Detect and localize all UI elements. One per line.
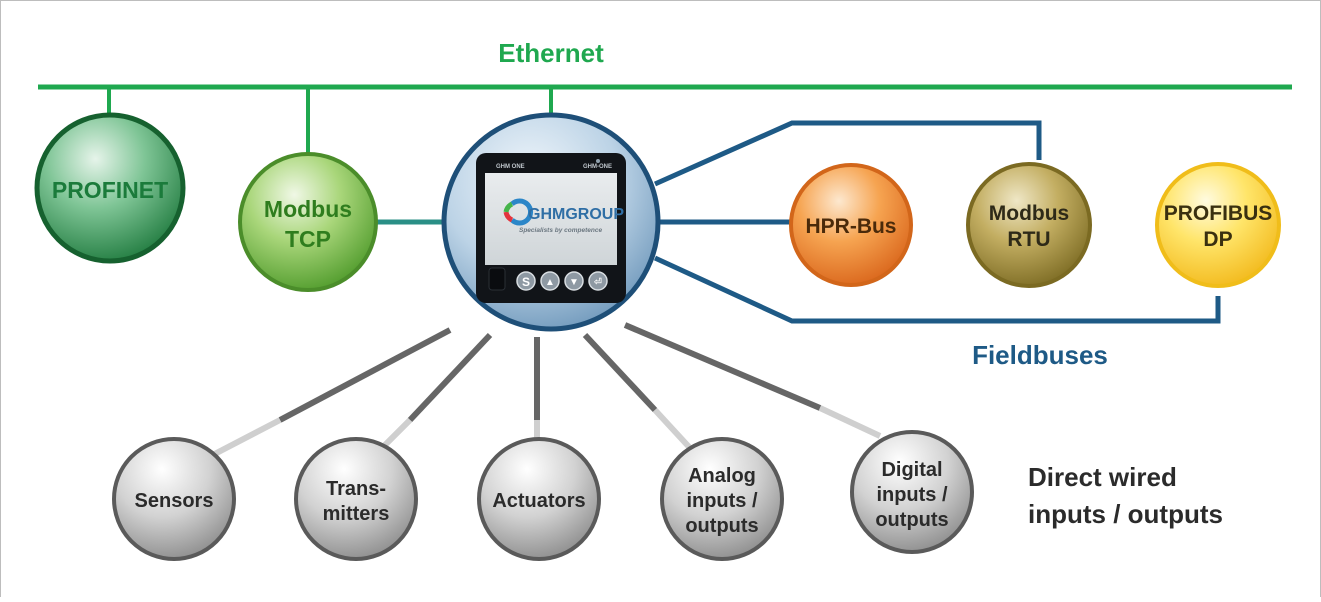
- node-analog-io[interactable]: Analog inputs / outputs: [660, 437, 784, 561]
- button-s[interactable]: [516, 271, 536, 291]
- node-actuators[interactable]: Actuators: [477, 437, 601, 561]
- node-hpr-bus[interactable]: HPR-Bus: [789, 163, 913, 287]
- device-led: [596, 159, 600, 163]
- device-logo-small: GHM ONE: [496, 164, 525, 170]
- central-device[interactable]: GHM ONE GHM-ONE GHMGROUP Specialists by …: [441, 112, 661, 332]
- device-brand: GHMGROUP: [528, 206, 624, 223]
- node-modbus-tcp[interactable]: Modbus TCP: [238, 152, 378, 292]
- transmitters-label-1: Trans-: [326, 478, 386, 500]
- device-connector: [488, 267, 506, 291]
- hpr-bus-label: HPR-Bus: [805, 215, 896, 238]
- digital-label-2: inputs /: [876, 484, 948, 506]
- fieldbus-line-profibus-dp: [653, 255, 1221, 324]
- device-model: GHM-ONE: [583, 164, 612, 170]
- button-enter[interactable]: [588, 271, 608, 291]
- fieldbus-line-modbus-rtu: [653, 120, 1042, 187]
- button-s-label: S: [522, 275, 530, 289]
- io-caption-line-1: Direct wired: [1028, 462, 1177, 492]
- profinet-label: PROFINET: [52, 177, 168, 203]
- device-buttons: S ▲ ▼ ⏎: [516, 271, 608, 291]
- enter-icon: ⏎: [594, 277, 602, 288]
- profibus-dp-label-2: DP: [1203, 228, 1232, 251]
- ethernet-label: Ethernet: [498, 38, 604, 68]
- transmitters-label-2: mitters: [323, 503, 390, 525]
- down-arrow-icon: ▼: [569, 277, 579, 288]
- digital-label-3: outputs: [875, 509, 948, 531]
- modbus-rtu-label-2: RTU: [1007, 228, 1050, 251]
- ethernet-bus: Ethernet: [38, 38, 1292, 162]
- sensors-label: Sensors: [135, 490, 214, 512]
- node-modbus-rtu[interactable]: Modbus RTU: [966, 162, 1092, 288]
- button-up[interactable]: [540, 271, 560, 291]
- modbus-tcp-label-1: Modbus: [264, 196, 352, 222]
- modbus-tcp-label-2: TCP: [285, 226, 331, 252]
- spoke-analog-light: [652, 407, 693, 451]
- fieldbus-label: Fieldbuses: [972, 340, 1108, 370]
- digital-label-1: Digital: [881, 459, 942, 481]
- ghm-logo-icon: [503, 198, 533, 226]
- spoke-digital-light: [818, 405, 882, 439]
- actuators-label: Actuators: [492, 490, 585, 512]
- button-down[interactable]: [564, 271, 584, 291]
- io-caption-line-2: inputs / outputs: [1028, 499, 1223, 529]
- node-profinet[interactable]: PROFINET: [34, 112, 186, 264]
- spoke-sensors-dark: [278, 327, 452, 423]
- node-profibus-dp[interactable]: PROFIBUS DP: [1155, 162, 1281, 288]
- spoke-transmitters-dark: [407, 332, 493, 423]
- node-digital-io[interactable]: Digital inputs / outputs: [850, 430, 974, 554]
- analog-label-1: Analog: [688, 465, 756, 487]
- io-caption: Direct wired inputs / outputs: [1028, 462, 1223, 529]
- node-transmitters[interactable]: Trans- mitters: [294, 437, 418, 561]
- modbus-rtu-label-1: Modbus: [989, 202, 1069, 225]
- device-tagline: Specialists by competence: [519, 227, 602, 234]
- spoke-analog-dark: [582, 332, 658, 413]
- fieldbus-lines: Fieldbuses: [653, 120, 1221, 370]
- analog-label-2: inputs /: [686, 490, 758, 512]
- spoke-digital-dark: [623, 322, 822, 411]
- profibus-dp-label-1: PROFIBUS: [1164, 202, 1273, 225]
- up-arrow-icon: ▲: [545, 277, 555, 288]
- node-sensors[interactable]: Sensors: [112, 437, 236, 561]
- analog-label-3: outputs: [685, 515, 758, 537]
